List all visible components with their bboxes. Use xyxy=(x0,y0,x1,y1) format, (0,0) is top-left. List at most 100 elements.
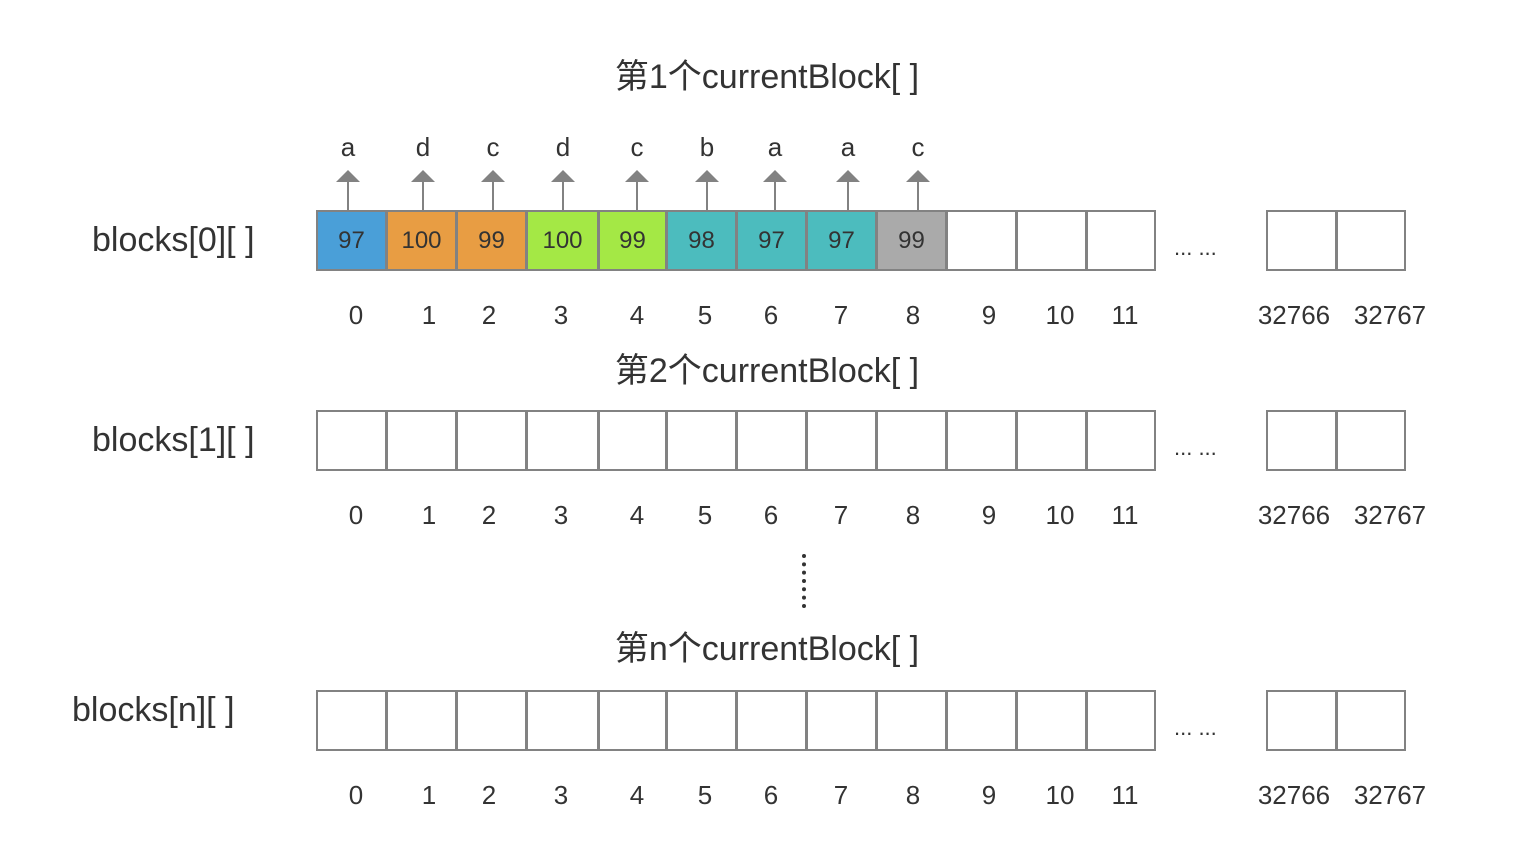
arrow-shaft xyxy=(917,182,919,210)
index-label: 10 xyxy=(1045,300,1075,330)
index-label: 6 xyxy=(763,500,779,530)
array-cell xyxy=(1016,210,1087,271)
array-cell: 97 xyxy=(736,210,807,271)
array-cell: 100 xyxy=(386,210,457,271)
index-label: 4 xyxy=(629,780,645,810)
index-label: 11 xyxy=(1111,500,1139,530)
row-label: blocks[0][ ] xyxy=(92,221,255,259)
array-cell xyxy=(1266,410,1337,471)
arrow-up-icon xyxy=(625,170,649,182)
arrow-up-icon xyxy=(551,170,575,182)
array-cell xyxy=(1266,210,1337,271)
array-cell xyxy=(526,690,599,751)
index-label: 8 xyxy=(905,780,921,810)
arrow-up-icon xyxy=(481,170,505,182)
arrow-up-icon xyxy=(695,170,719,182)
char-label: c xyxy=(630,132,644,162)
array-cell xyxy=(806,410,877,471)
array-cell xyxy=(946,410,1017,471)
index-label: 10 xyxy=(1045,500,1075,530)
index-label: 9 xyxy=(981,300,997,330)
ellipsis: ... ... xyxy=(1174,715,1217,740)
index-label: 32767 xyxy=(1353,500,1427,530)
index-label: 10 xyxy=(1045,780,1075,810)
array-cell: 99 xyxy=(598,210,667,271)
array-cell xyxy=(876,690,947,751)
index-label: 11 xyxy=(1111,780,1139,810)
array-cell xyxy=(1336,210,1406,271)
index-label: 1 xyxy=(421,500,437,530)
char-label: a xyxy=(340,132,356,162)
array-cell xyxy=(598,690,667,751)
array-cell xyxy=(876,410,947,471)
array-cell xyxy=(946,690,1017,751)
char-label: b xyxy=(699,132,715,162)
index-label: 32767 xyxy=(1353,780,1427,810)
array-cell: 99 xyxy=(876,210,947,271)
char-label: c xyxy=(486,132,500,162)
index-label: 7 xyxy=(833,300,849,330)
index-label: 8 xyxy=(905,500,921,530)
arrow-shaft xyxy=(774,182,776,210)
array-cell xyxy=(386,690,457,751)
arrow-shaft xyxy=(562,182,564,210)
row-label: blocks[1][ ] xyxy=(92,421,255,459)
index-label: 6 xyxy=(763,300,779,330)
index-label: 0 xyxy=(348,500,364,530)
index-label: 5 xyxy=(697,300,713,330)
index-label: 9 xyxy=(981,780,997,810)
arrow-up-icon xyxy=(336,170,360,182)
arrow-up-icon xyxy=(411,170,435,182)
index-label: 5 xyxy=(697,500,713,530)
arrow-up-icon xyxy=(906,170,930,182)
index-label: 1 xyxy=(421,300,437,330)
index-label: 32766 xyxy=(1257,780,1331,810)
index-label: 3 xyxy=(553,780,569,810)
index-label: 2 xyxy=(481,780,497,810)
arrow-shaft xyxy=(847,182,849,210)
index-label: 2 xyxy=(481,500,497,530)
array-cell: 97 xyxy=(806,210,877,271)
index-label: 3 xyxy=(553,500,569,530)
arrow-up-icon xyxy=(836,170,860,182)
array-cell xyxy=(1086,210,1156,271)
block-title: 第1个currentBlock[ ] xyxy=(614,58,920,96)
row-label: blocks[n][ ] xyxy=(72,691,235,729)
arrow-shaft xyxy=(706,182,708,210)
arrow-shaft xyxy=(422,182,424,210)
arrow-shaft xyxy=(347,182,349,210)
index-label: 2 xyxy=(481,300,497,330)
index-label: 32766 xyxy=(1257,300,1331,330)
char-label: d xyxy=(555,132,571,162)
array-cell: 100 xyxy=(526,210,599,271)
array-cell xyxy=(1336,410,1406,471)
index-label: 0 xyxy=(348,300,364,330)
array-cell xyxy=(598,410,667,471)
index-label: 7 xyxy=(833,780,849,810)
array-cell xyxy=(1016,690,1087,751)
array-cell xyxy=(1266,690,1337,751)
array-cell xyxy=(456,410,527,471)
array-cell: 98 xyxy=(666,210,737,271)
array-cell xyxy=(736,410,807,471)
block-title: 第n个currentBlock[ ] xyxy=(614,630,920,668)
array-cell xyxy=(386,410,457,471)
index-label: 3 xyxy=(553,300,569,330)
ellipsis: ... ... xyxy=(1174,235,1217,260)
index-label: 4 xyxy=(629,500,645,530)
array-cell xyxy=(1016,410,1087,471)
index-label: 6 xyxy=(763,780,779,810)
array-cell xyxy=(806,690,877,751)
array-cell xyxy=(316,690,387,751)
index-label: 9 xyxy=(981,500,997,530)
index-label: 0 xyxy=(348,780,364,810)
array-cell xyxy=(1086,410,1156,471)
array-cell xyxy=(1086,690,1156,751)
arrow-shaft xyxy=(636,182,638,210)
array-cell xyxy=(666,410,737,471)
index-label: 32767 xyxy=(1353,300,1427,330)
array-cell xyxy=(526,410,599,471)
char-label: c xyxy=(911,132,925,162)
array-cell xyxy=(1336,690,1406,751)
arrow-up-icon xyxy=(763,170,787,182)
